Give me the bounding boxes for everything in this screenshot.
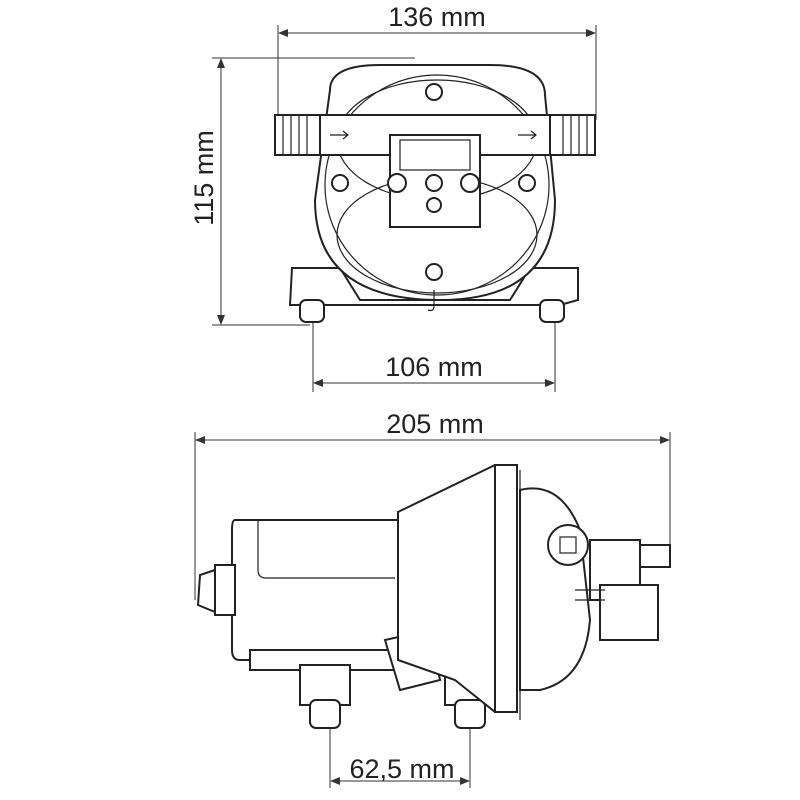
front-view-pump xyxy=(212,25,597,392)
side-view-pump xyxy=(194,432,671,788)
dim-label-base-width: 106 mm xyxy=(385,352,483,382)
dim-label-side-length: 205 mm xyxy=(386,409,484,439)
dim-label-foot-spacing: 62,5 mm xyxy=(349,754,454,784)
dim-label-top-height: 115 mm xyxy=(189,130,219,226)
dim-label-top-width: 136 mm xyxy=(388,2,486,32)
